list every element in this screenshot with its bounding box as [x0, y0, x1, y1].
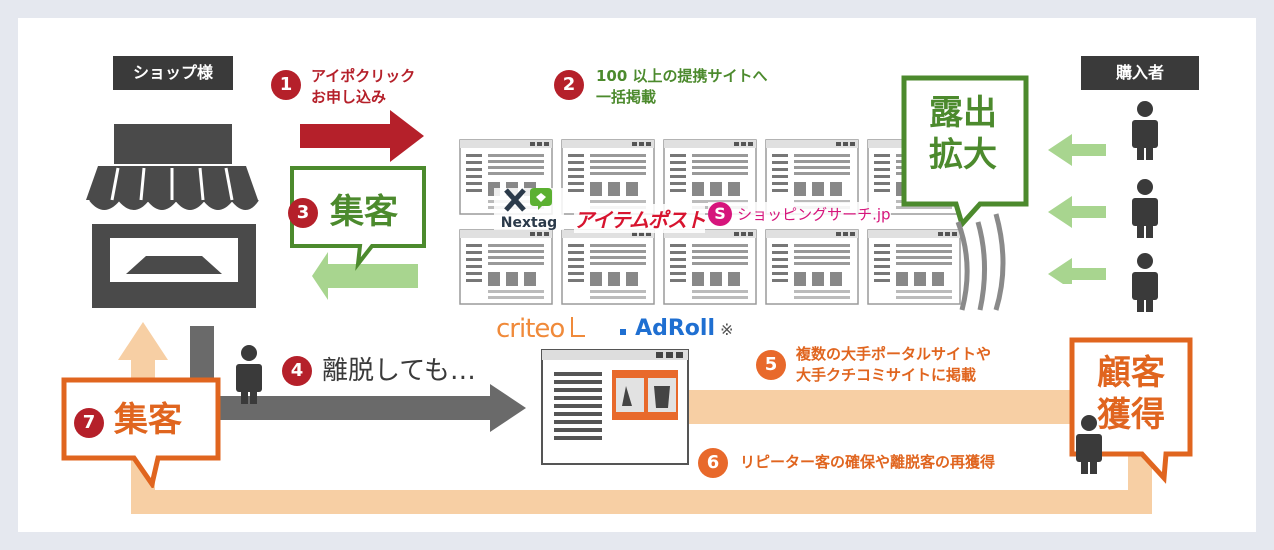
shopping-search-s-icon: S	[708, 202, 732, 226]
step-5-line1: 複数の大手ポータルサイトや	[796, 345, 992, 363]
acquire-line2: 獲得	[1097, 395, 1165, 435]
exposure-line1: 露出	[929, 93, 997, 133]
adroll-logo: AdRoll ※	[620, 316, 734, 341]
step-5-line2: 大手クチコミサイトに掲載	[796, 366, 977, 384]
step-3-text: 集客	[330, 192, 398, 232]
acquire-line1: 顧客	[1097, 353, 1165, 393]
adroll-dot-icon	[620, 329, 626, 335]
step-1-line1: アイポクリック	[311, 67, 416, 85]
step-1-arrow	[300, 110, 424, 162]
step-3-bubble	[290, 166, 426, 300]
step-2-line2: 一括掲載	[596, 88, 657, 106]
step-1-text: アイポクリック お申し込み	[311, 66, 415, 108]
buyer-person-icon-1	[1132, 101, 1158, 160]
step-2-text: 100 以上の提携サイトへ 一括掲載	[596, 66, 768, 108]
step-6-number: 6	[698, 448, 728, 478]
criteo-mark-icon	[571, 317, 586, 337]
orange-middle-line	[686, 390, 1106, 424]
acquired-person-icon	[1076, 415, 1102, 474]
criteo-logo: criteo	[496, 314, 586, 344]
adroll-text: AdRoll	[635, 316, 716, 341]
buyer-person-icon-3	[1132, 253, 1158, 312]
buyer-label: 購入者	[1081, 56, 1199, 90]
step-7-number: 7	[74, 408, 104, 438]
nextag-logo: Nextag	[494, 188, 564, 230]
buyer-arrows	[1048, 134, 1106, 284]
buyer-person-icon-2	[1132, 179, 1158, 238]
step-1-line2: お申し込み	[311, 88, 387, 106]
gray-departure-arrow	[190, 384, 526, 432]
orange-bottom-line	[131, 490, 1151, 514]
step-4-text: 離脱しても…	[322, 356, 476, 386]
retargeting-browser	[541, 349, 689, 465]
step-5-number: 5	[756, 350, 786, 380]
adroll-asterisk: ※	[720, 320, 734, 339]
exposure-line2: 拡大	[929, 135, 997, 175]
step-7-text: 集客	[114, 400, 182, 440]
exposure-text: 露出 拡大	[908, 92, 1018, 176]
step-6-text: リピーター客の確保や離脱客の再獲得	[740, 453, 996, 471]
step-4-number: 4	[282, 356, 312, 386]
exposure-bubble	[901, 75, 1029, 311]
shop-store-icon	[86, 124, 259, 308]
step-7-bubble	[61, 377, 221, 488]
step-2-number: 2	[554, 70, 584, 100]
shopping-search-text: ショッピングサーチ.jp	[737, 205, 891, 224]
step-2-line1: 100 以上の提携サイトへ	[596, 67, 768, 85]
nextag-mark-icon	[504, 188, 552, 212]
step-1-number: 1	[271, 70, 301, 100]
nextag-text: Nextag	[500, 215, 558, 231]
itempost-logo: アイテムポスト	[574, 204, 706, 233]
step-5-text: 複数の大手ポータルサイトや 大手クチコミサイトに掲載	[796, 344, 991, 386]
step-3-number: 3	[288, 198, 318, 228]
departing-person-icon	[236, 345, 262, 404]
diagram-frame: ショップ様 購入者 1 アイポクリック お申し込み 2 100 以上の提携サイト…	[18, 18, 1256, 532]
acquire-text: 顧客 獲得	[1078, 352, 1184, 436]
shop-label: ショップ様	[113, 56, 233, 90]
orange-up-arrowhead	[118, 322, 168, 360]
criteo-text: criteo	[496, 314, 565, 344]
shopping-search-logo: S ショッピングサーチ.jp	[708, 202, 891, 226]
